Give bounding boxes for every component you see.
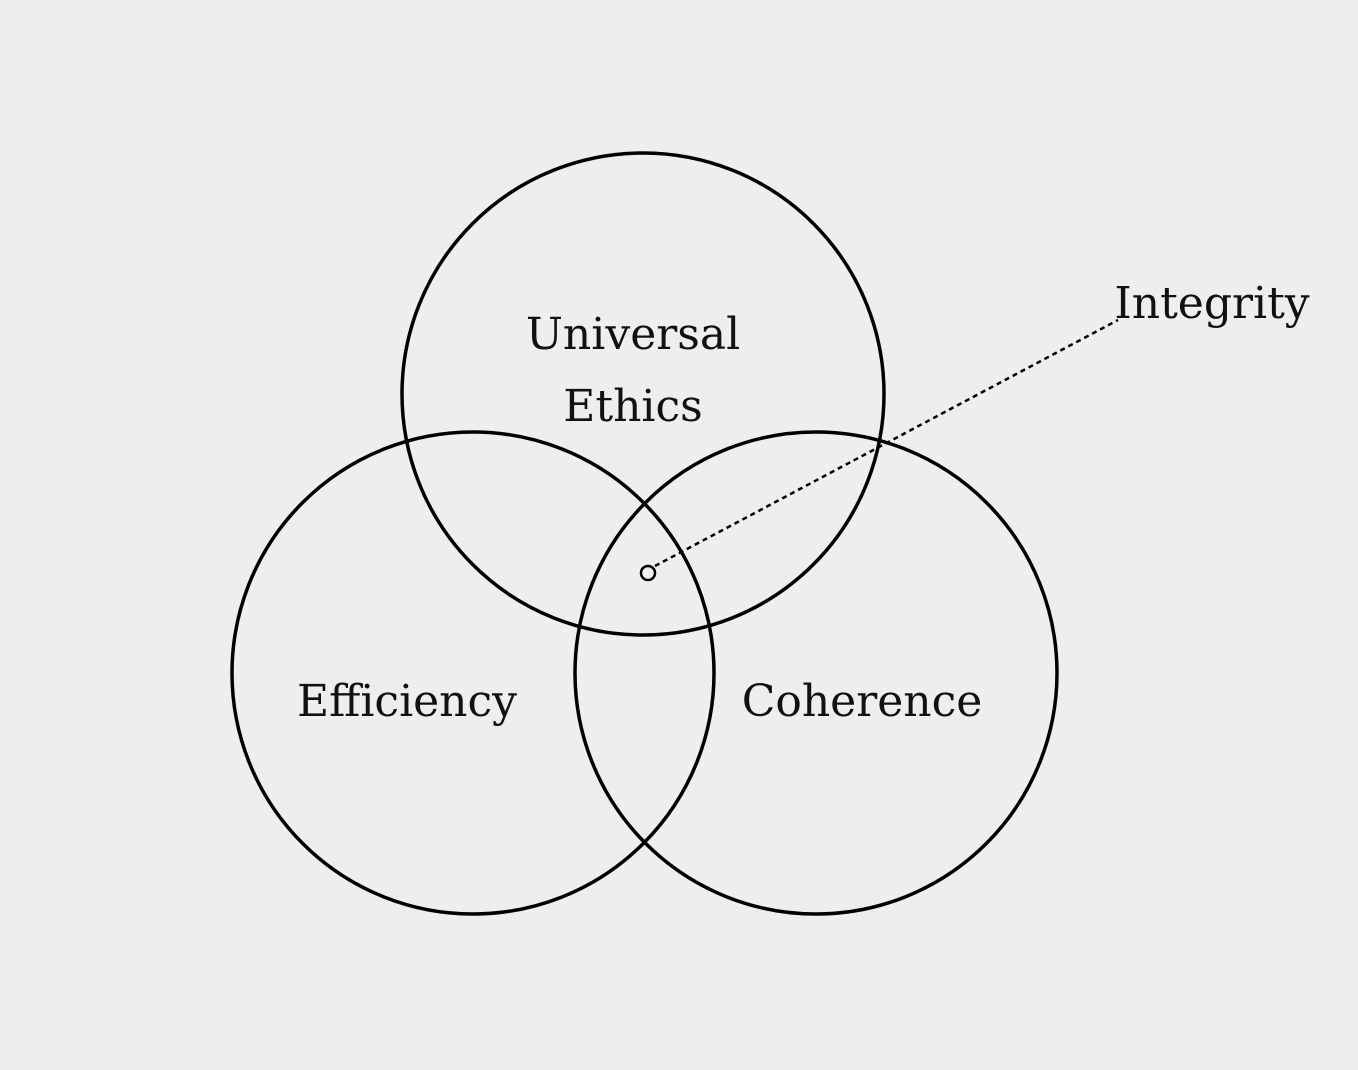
label-universal: Universal bbox=[526, 309, 740, 360]
integrity-leader-line bbox=[654, 318, 1119, 568]
circle-coherence bbox=[573, 430, 1059, 916]
circle-universal-ethics bbox=[400, 151, 886, 637]
label-coherence: Coherence bbox=[742, 676, 983, 727]
integrity-marker bbox=[639, 564, 657, 582]
label-ethics: Ethics bbox=[563, 381, 702, 432]
label-efficiency: Efficiency bbox=[297, 676, 517, 727]
label-integrity: Integrity bbox=[1114, 278, 1309, 329]
circle-efficiency bbox=[230, 430, 716, 916]
